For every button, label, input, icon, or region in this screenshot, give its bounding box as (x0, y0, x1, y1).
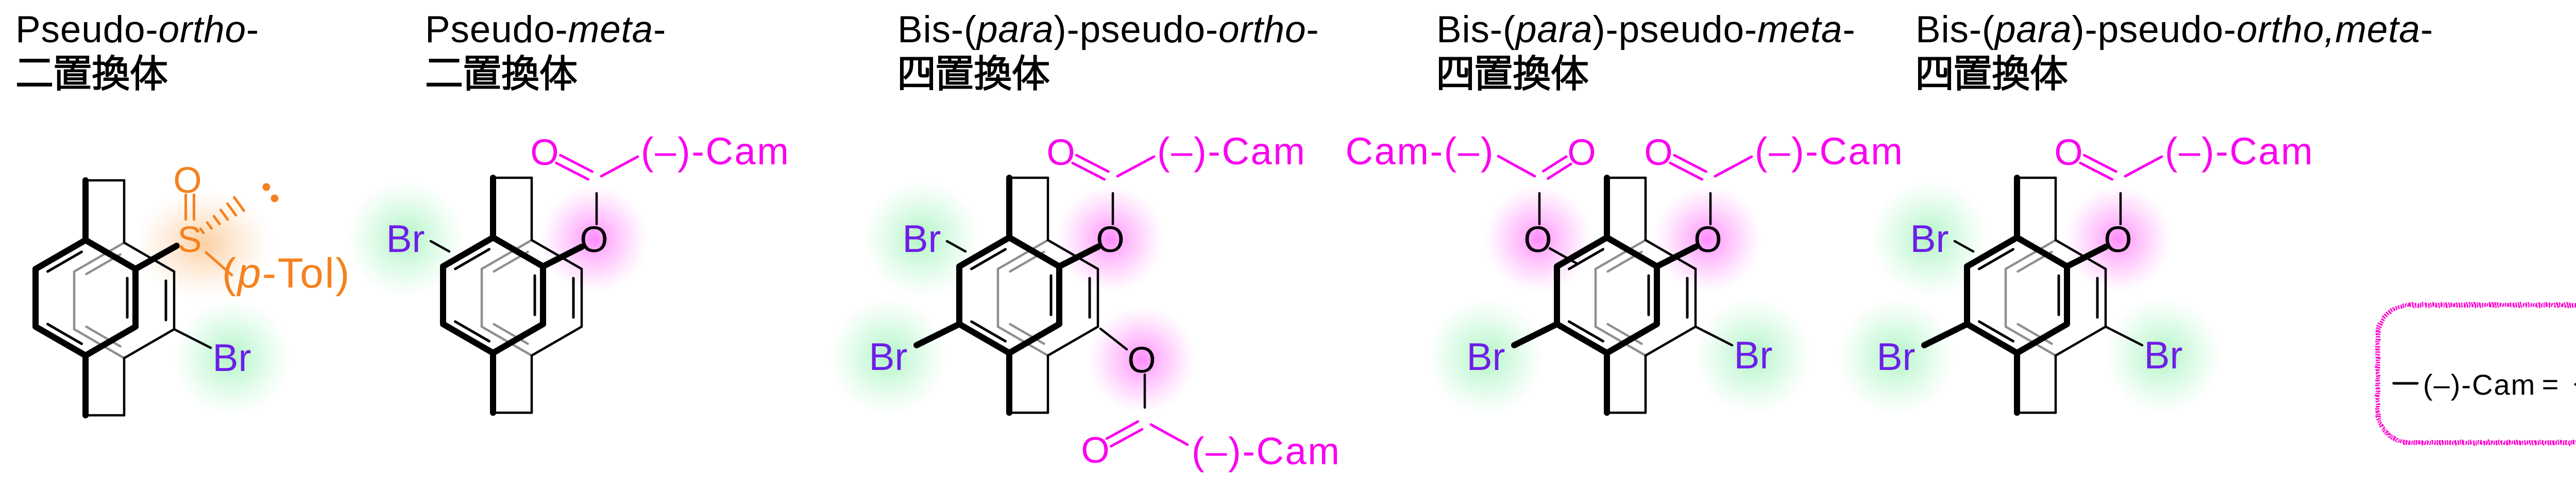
svg-text:O: O (580, 219, 608, 260)
svg-text:O: O (1127, 340, 1156, 381)
svg-text:O: O (1567, 132, 1596, 173)
svg-text:=: = (2542, 368, 2559, 400)
svg-text:Br: Br (869, 335, 908, 378)
svg-text:O: O (1081, 430, 1109, 471)
svg-text:O: O (1644, 132, 1672, 173)
svg-text:(–)-Cam: (–)-Cam (2165, 130, 2314, 173)
svg-text:(p-Tol): (p-Tol) (222, 250, 351, 297)
svg-text:O: O (1523, 219, 1552, 260)
svg-text:(–)-Cam: (–)-Cam (1192, 430, 1341, 472)
svg-text:Pseudo-ortho-: Pseudo-ortho- (15, 9, 259, 50)
svg-text:Br: Br (1734, 333, 1773, 377)
svg-text:Bis-(para)-pseudo-ortho-: Bis-(para)-pseudo-ortho- (897, 9, 1319, 50)
svg-text:Bis-(para)-pseudo-meta-: Bis-(para)-pseudo-meta- (1436, 9, 1856, 50)
svg-text:Br: Br (1910, 217, 1949, 260)
svg-text:Bis-(para)-pseudo-ortho,meta-: Bis-(para)-pseudo-ortho,meta- (1916, 9, 2433, 50)
svg-text:(–)-Cam: (–)-Cam (2423, 368, 2536, 401)
svg-text:(–)-Cam: (–)-Cam (641, 130, 790, 173)
svg-text:O: O (1096, 219, 1124, 260)
svg-text:O: O (1046, 132, 1075, 173)
svg-text:O: O (2054, 132, 2082, 173)
svg-text:(–)-Cam: (–)-Cam (1755, 130, 1904, 173)
svg-text:O: O (173, 160, 201, 201)
svg-text:O: O (1693, 219, 1722, 260)
svg-text:O: O (2104, 219, 2132, 260)
svg-text:S: S (177, 219, 201, 260)
svg-text:Br: Br (903, 217, 941, 260)
svg-text:O: O (530, 132, 558, 173)
svg-text:Br: Br (1877, 335, 1916, 378)
svg-text:Pseudo-meta-: Pseudo-meta- (425, 9, 666, 50)
svg-text:Br: Br (1467, 335, 1505, 378)
svg-text:Br: Br (2144, 333, 2183, 377)
svg-text:Br: Br (213, 336, 251, 379)
svg-text:Cam-(–): Cam-(–) (1345, 130, 1495, 173)
svg-text:(–)-Cam: (–)-Cam (1157, 130, 1307, 173)
svg-text:Br: Br (386, 217, 425, 260)
